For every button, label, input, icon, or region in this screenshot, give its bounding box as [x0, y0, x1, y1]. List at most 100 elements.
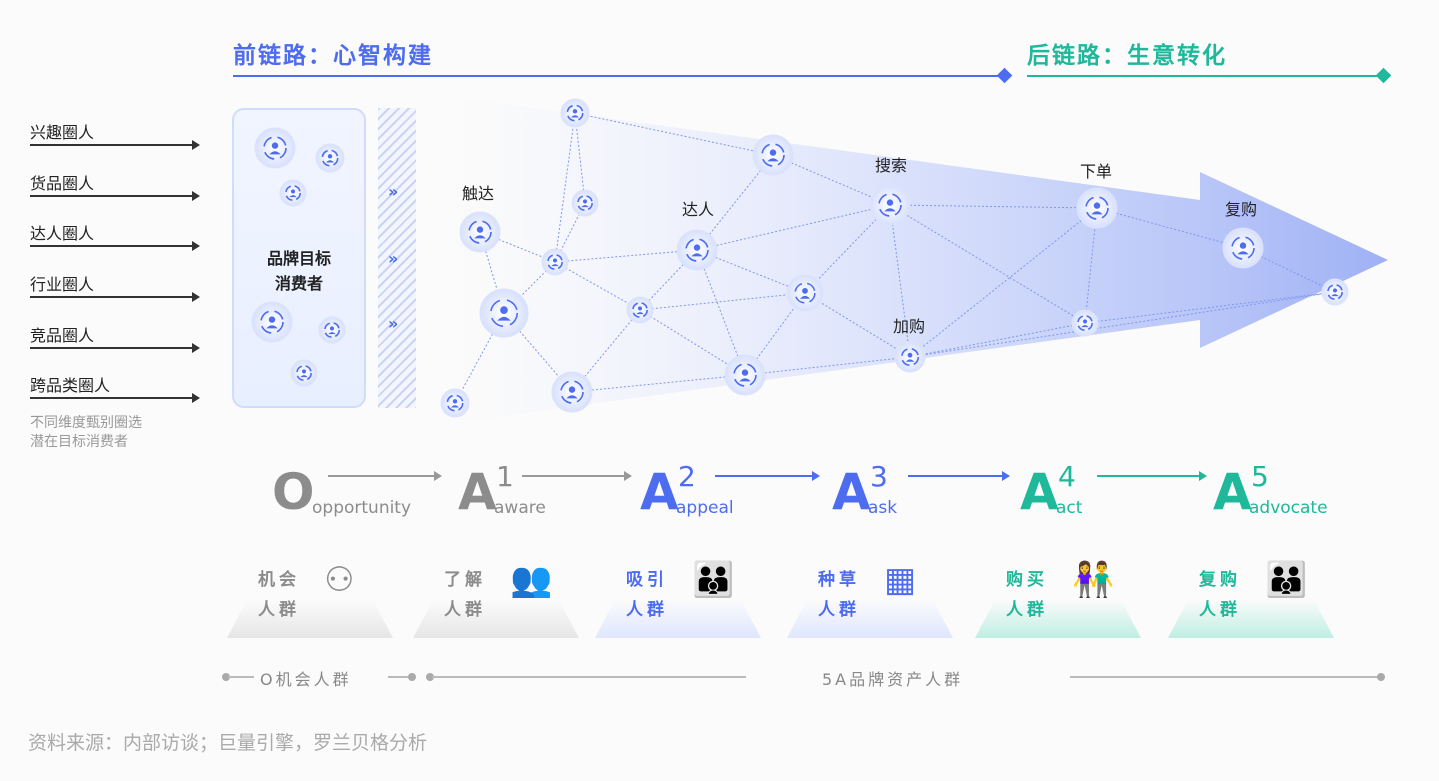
stage-letter: A — [1020, 463, 1059, 521]
network-label: 复购 — [1225, 200, 1258, 219]
stage-base — [1168, 600, 1334, 638]
stage-base — [595, 600, 761, 638]
consumer-node-icon — [290, 359, 318, 387]
group-label: 购买人群 — [1006, 565, 1048, 625]
bracket-dot — [426, 673, 434, 681]
consumer-node-icon — [571, 189, 599, 217]
network-edge — [889, 204, 1086, 324]
arrow-icon — [30, 191, 200, 201]
group-label: 复购人群 — [1199, 565, 1241, 625]
network-people-icon: ⚇ — [324, 560, 355, 600]
group-line: 机会 — [258, 570, 300, 590]
group-line: 购买 — [1006, 570, 1048, 590]
arrow-icon — [30, 241, 200, 251]
consumer-node-icon — [752, 134, 794, 176]
stage-number: 3 — [870, 460, 888, 493]
stage-letter: O — [272, 463, 315, 521]
consumer-node-icon — [894, 341, 926, 373]
box-label-line: 品牌目标 — [266, 249, 331, 268]
bracket-dot — [1377, 673, 1385, 681]
network-edge — [1096, 207, 1244, 249]
stage-letter: A — [640, 463, 679, 521]
network-edge — [804, 292, 911, 358]
consumer-node-icon — [251, 301, 293, 343]
network-edge — [696, 204, 891, 251]
network-edge — [1084, 291, 1336, 324]
network-edge — [571, 374, 746, 393]
bracket-line — [1070, 676, 1380, 678]
stage-number: 2 — [678, 460, 696, 493]
bracket-line — [388, 676, 410, 678]
network-edge — [909, 322, 1086, 358]
stage-arrow — [328, 471, 442, 481]
group-line: 了解 — [444, 570, 486, 590]
network-edge — [696, 249, 806, 294]
consumer-node-icon — [1222, 227, 1264, 269]
5a-group-label: 5A品牌资产人群 — [822, 670, 964, 689]
stage-number: 4 — [1058, 460, 1076, 493]
hatched-filter — [378, 108, 416, 408]
network-edge — [574, 112, 586, 204]
source-note: 资料来源：内部访谈；巨量引擎，罗兰贝格分析 — [28, 732, 428, 754]
consumer-node-icon — [279, 179, 307, 207]
network-edge — [889, 204, 911, 358]
consumer-node-icon — [786, 274, 824, 312]
back-chain-line — [1027, 75, 1382, 77]
consumer-node-icon — [560, 98, 590, 128]
stage-word: aware — [494, 498, 546, 518]
box-label-line: 消费者 — [274, 274, 323, 293]
note-line: 不同维度甄别圈选 — [30, 415, 142, 431]
stage-word: appeal — [676, 498, 734, 518]
profiles-icon: ▦ — [884, 560, 917, 600]
network-label: 触达 — [462, 184, 495, 203]
people-search-icon: 👥 — [510, 560, 553, 600]
consumer-node-icon — [315, 143, 345, 173]
network-label: 加购 — [893, 317, 926, 336]
group-line: 人群 — [258, 600, 300, 620]
bracket-dot — [408, 673, 416, 681]
chevron-icon: » — [388, 182, 399, 201]
o-group-label: O机会人群 — [260, 670, 352, 689]
network-edge — [554, 202, 586, 263]
stage-arrow — [715, 471, 820, 481]
group-label: 机会人群 — [258, 565, 300, 625]
network-edge — [554, 112, 576, 263]
stage-base — [975, 600, 1141, 638]
consumer-node-icon — [1071, 309, 1099, 337]
network-edge — [889, 204, 1098, 209]
stage-arrow — [908, 471, 1010, 481]
network-label: 搜索 — [875, 156, 908, 175]
consumer-node-icon — [626, 296, 654, 324]
group-label: 吸引人群 — [626, 565, 668, 625]
arrow-icon — [30, 140, 200, 150]
stage-base — [413, 600, 579, 638]
front-chain-line — [233, 75, 1003, 77]
attracted-people-icon: 👪 — [692, 560, 735, 600]
bracket-line — [432, 676, 746, 678]
group-line: 种草 — [818, 570, 860, 590]
group-line: 人群 — [1199, 600, 1241, 620]
consumer-node-icon — [254, 127, 296, 169]
group-line: 复购 — [1199, 570, 1241, 590]
progress-arrow — [440, 95, 1388, 425]
stage-letter: A — [1213, 463, 1252, 521]
bracket-dot — [222, 673, 230, 681]
circle-item: 跨品类圈人 — [30, 376, 111, 395]
consumer-node-icon — [676, 229, 718, 271]
circle-item: 兴趣圈人 — [30, 123, 95, 142]
arrow-icon — [30, 292, 200, 302]
stage-word: opportunity — [312, 498, 412, 518]
consumer-node-icon — [440, 388, 470, 418]
network-label: 下单 — [1080, 162, 1113, 181]
network-edge — [639, 309, 746, 376]
group-line: 人群 — [444, 600, 486, 620]
consumer-node-icon — [551, 371, 593, 413]
network-label: 达人 — [682, 200, 715, 219]
network-edge — [574, 112, 774, 156]
stage-number: 5 — [1251, 460, 1269, 493]
group-line: 人群 — [626, 600, 668, 620]
group-line: 吸引 — [626, 570, 668, 590]
group-label: 了解人群 — [444, 565, 486, 625]
stage-base — [787, 600, 953, 638]
